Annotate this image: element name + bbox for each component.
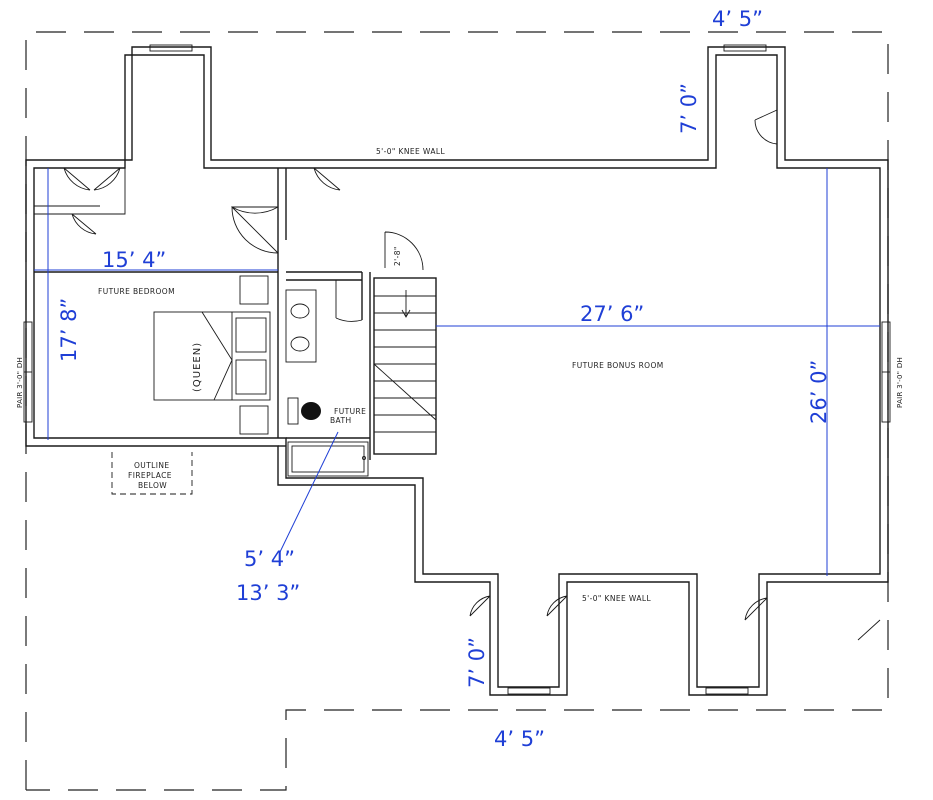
roof-outline [25, 31, 889, 791]
dim-bottom-dormer-depth: 7’ 0” [465, 637, 489, 688]
interior-walls [34, 168, 371, 460]
nightstand [239, 275, 269, 305]
knee-wall-top-label: 5'-0" KNEE WALL [376, 147, 445, 156]
sink-icon [290, 336, 310, 352]
dim-bedroom-width: 15’ 4” [102, 248, 166, 272]
future-bedroom-label: FUTURE BEDROOM [98, 287, 175, 296]
nightstand [239, 405, 269, 435]
dim-bedroom-depth: 17’ 8” [57, 298, 81, 362]
dim-top-dormer-width: 4’ 5” [712, 7, 763, 31]
tub [287, 441, 369, 477]
future-bonus-room-label: FUTURE BONUS ROOM [572, 361, 664, 370]
knee-wall-bottom-label: 5'-0" KNEE WALL [582, 594, 651, 603]
dim-bath-width: 5’ 4” [244, 547, 295, 571]
window-bottom-right [705, 687, 749, 695]
stair-door-note: 2'-8" [393, 246, 402, 266]
fireplace-label-2: FIREPLACE [128, 471, 172, 480]
window-top-left [149, 44, 193, 52]
future-bath-label: FUTURE [334, 407, 366, 416]
toilet-tank [287, 397, 299, 425]
fireplace-label-3: BELOW [138, 481, 167, 490]
doors [63, 109, 881, 641]
sink-icon [290, 303, 310, 319]
windows [23, 44, 891, 695]
bath-fixtures [285, 289, 369, 477]
dim-top-dormer-depth: 7’ 0” [677, 83, 701, 134]
future-bath-label-2: BATH [330, 416, 352, 425]
queen-bed [153, 311, 271, 401]
window-top-right [723, 44, 767, 52]
toilet-icon [301, 402, 321, 420]
fireplace-label: OUTLINE [134, 461, 170, 470]
window-right-label: PAIR 3'-0" DH [896, 357, 904, 408]
vanity [285, 289, 317, 363]
dimension-lines [34, 168, 880, 576]
dim-bonus-width: 27’ 6” [580, 302, 644, 326]
exterior-walls [25, 46, 889, 696]
stairs[interactable] [373, 277, 437, 455]
dim-bottom-dormer-width: 4’ 5” [494, 727, 545, 751]
dim-bath-length: 13’ 3” [236, 581, 300, 605]
window-bottom-left [507, 687, 551, 695]
dim-bonus-depth: 26’ 0” [807, 360, 831, 424]
window-left-label: PAIR 3'-0" DH [16, 357, 24, 408]
queen-label: (QUEEN) [192, 342, 203, 392]
bedroom-furniture [153, 275, 271, 435]
fireplace-outline [111, 452, 193, 495]
